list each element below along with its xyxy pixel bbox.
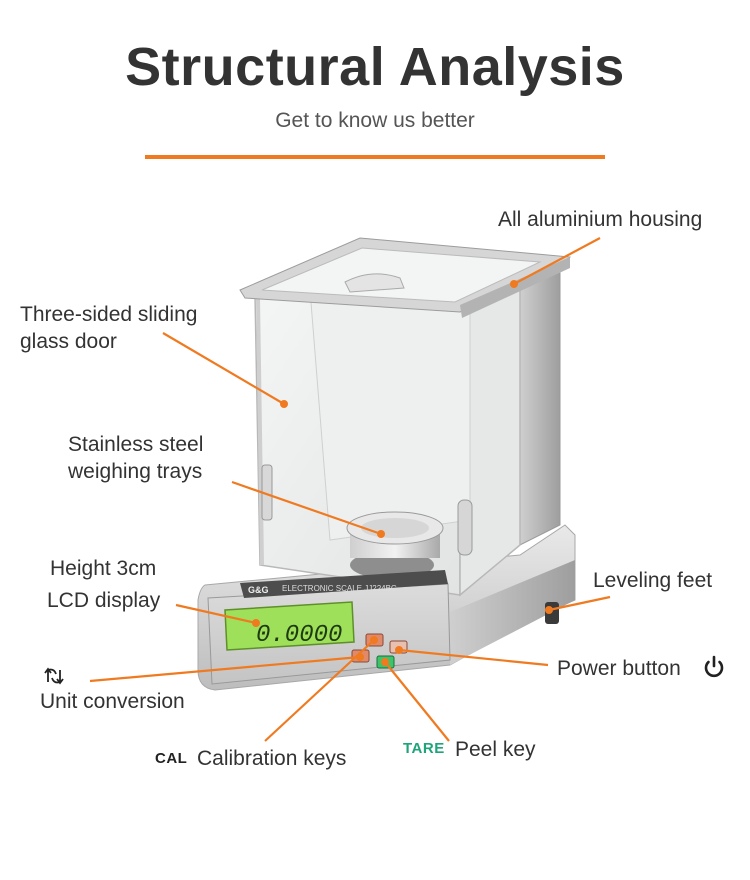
title-divider [145,155,605,159]
aluminium-top-frame [239,237,571,318]
callout-unit-conversion: Unit conversion [40,690,185,713]
lcd-display [224,601,355,651]
brand-logo: G&G [248,585,269,595]
cal-tag: CAL [155,750,188,767]
callout-power-button: Power button [557,657,681,680]
callout-trays: Stainless steel weighing trays [68,431,203,485]
leader-lines [89,237,611,742]
callout-glass-door-line2: glass door [20,330,117,353]
power-icon [704,655,724,678]
unit-conversion-icon [44,667,64,685]
callout-calibration-keys: Calibration keys [197,747,347,770]
lcd-readout: 0.0000 [256,622,342,649]
callout-housing: All aluminium housing [498,208,703,231]
leader-dots [252,280,553,666]
callout-glass-door: Three-sided sliding glass door [20,301,197,355]
housing-column [519,261,561,546]
callout-lcd: LCD display [47,589,161,612]
callout-trays-line2: weighing trays [68,460,203,483]
callout-glass-door-line1: Three-sided sliding [20,303,198,326]
callout-leveling-feet: Leveling feet [593,569,713,592]
page-subtitle: Get to know us better [275,109,475,132]
stainless-weighing-pan [346,511,444,579]
panel-model-text: ELECTRONIC SCALE JJ224BC [282,584,397,593]
callout-trays-line1: Stainless steel [68,433,204,456]
tare-tag: TARE [403,740,445,757]
page-title: Structural Analysis [125,37,625,97]
callout-peel-key: Peel key [455,738,536,761]
callout-height: Height 3cm [50,557,157,580]
